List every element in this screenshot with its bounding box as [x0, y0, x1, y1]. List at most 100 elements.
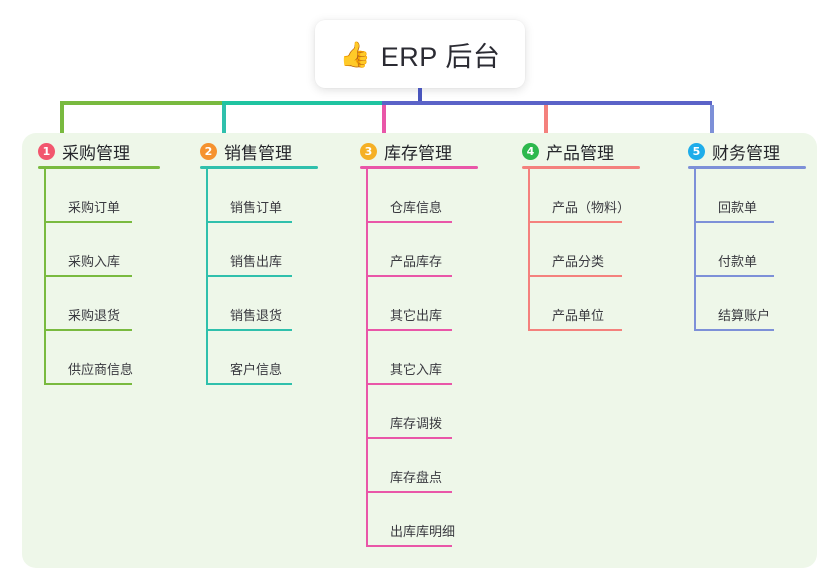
leaf-underline — [694, 221, 774, 223]
category-underline — [688, 166, 806, 169]
category-column: 1 采购管理采购订单采购入库采购退货供应商信息 — [22, 133, 160, 385]
column-drop-connector — [382, 105, 386, 141]
leaf-item[interactable]: 产品（物料） — [528, 169, 630, 223]
category-header[interactable]: 1 采购管理 — [22, 133, 160, 169]
leaf-label: 其它出库 — [390, 308, 443, 323]
leaf-underline — [44, 221, 132, 223]
leaf-underline — [366, 383, 452, 385]
leaf-underline — [366, 491, 452, 493]
category-title: 采购管理 — [62, 143, 130, 163]
leaf-item[interactable]: 仓库信息 — [366, 169, 452, 223]
leaf-label: 出库库明细 — [390, 524, 456, 539]
leaf-underline — [44, 383, 132, 385]
leaf-item[interactable]: 产品库存 — [366, 223, 452, 277]
branch-spine — [694, 169, 696, 331]
column-drop-connector — [710, 105, 714, 139]
category-column: 4 产品管理产品（物料） 产品分类产品单位 — [506, 133, 640, 331]
leaf-label: 产品分类 — [552, 254, 605, 269]
category-branch: 采购订单采购入库采购退货供应商信息 — [44, 169, 134, 385]
leaf-label: 其它入库 — [390, 362, 443, 377]
leaf-item[interactable]: 其它入库 — [366, 331, 452, 385]
leaf-underline — [528, 329, 622, 331]
leaf-item[interactable]: 销售退货 — [206, 277, 292, 331]
leaf-item[interactable]: 出库库明细 — [366, 493, 456, 547]
category-underline — [38, 166, 160, 169]
leaf-underline — [528, 275, 622, 277]
category-branch: 仓库信息产品库存其它出库其它入库库存调拨库存盘点出库库明细 — [366, 169, 456, 547]
leaf-underline — [366, 329, 452, 331]
bus-segment — [60, 101, 224, 105]
leaf-label: 产品单位 — [552, 308, 605, 323]
leaf-item[interactable]: 销售订单 — [206, 169, 292, 223]
leaf-item[interactable]: 采购退货 — [44, 277, 132, 331]
leaf-item[interactable]: 产品单位 — [528, 277, 622, 331]
leaf-label: 库存调拨 — [390, 416, 443, 431]
category-number-badge: 1 — [38, 142, 55, 160]
branch-spine — [206, 169, 208, 385]
leaf-label: 采购订单 — [68, 200, 121, 215]
leaf-item[interactable]: 库存盘点 — [366, 439, 452, 493]
thumbs-up-icon: 👍 — [339, 39, 371, 69]
root-title: ERP 后台 — [380, 41, 501, 72]
leaf-item[interactable]: 库存调拨 — [366, 385, 452, 439]
leaf-item[interactable]: 付款单 — [694, 223, 780, 277]
leaf-item[interactable]: 供应商信息 — [44, 331, 134, 385]
category-underline — [522, 166, 640, 169]
branch-spine — [44, 169, 46, 385]
leaf-label: 销售订单 — [230, 200, 283, 215]
leaf-item[interactable]: 结算账户 — [694, 277, 780, 331]
leaf-underline — [694, 275, 774, 277]
leaf-label: 仓库信息 — [390, 200, 443, 215]
category-branch: 回款单付款单结算账户 — [694, 169, 780, 331]
leaf-underline — [206, 221, 292, 223]
leaf-item[interactable]: 销售出库 — [206, 223, 292, 277]
leaf-underline — [206, 383, 292, 385]
category-number-badge: 3 — [360, 142, 377, 160]
leaf-underline — [44, 275, 132, 277]
leaf-underline — [206, 329, 292, 331]
leaf-item[interactable]: 采购订单 — [44, 169, 132, 223]
leaf-underline — [366, 275, 452, 277]
leaf-label: 供应商信息 — [68, 362, 134, 377]
leaf-label: 回款单 — [718, 200, 758, 215]
category-header[interactable]: 4 产品管理 — [506, 133, 640, 169]
leaf-label: 产品（物料） — [552, 200, 631, 215]
leaf-underline — [366, 221, 452, 223]
bus-segment — [382, 101, 712, 105]
bus-segment — [222, 101, 384, 105]
leaf-item[interactable]: 回款单 — [694, 169, 780, 223]
category-number-badge: 4 — [522, 142, 539, 160]
category-number-badge: 2 — [200, 142, 217, 160]
leaf-underline — [206, 275, 292, 277]
root-node[interactable]: 👍 ERP 后台 — [315, 20, 525, 88]
leaf-underline — [366, 545, 452, 547]
category-branch: 产品（物料） 产品分类产品单位 — [528, 169, 630, 331]
leaf-item[interactable]: 客户信息 — [206, 331, 292, 385]
category-title: 产品管理 — [546, 143, 614, 163]
leaf-label: 采购入库 — [68, 254, 121, 269]
trunk-connector — [418, 88, 422, 105]
category-underline — [360, 166, 478, 169]
leaf-underline — [44, 329, 132, 331]
leaf-label: 产品库存 — [390, 254, 443, 269]
leaf-item[interactable]: 其它出库 — [366, 277, 452, 331]
column-drop-connector — [544, 105, 548, 139]
leaf-label: 客户信息 — [230, 362, 283, 377]
leaf-item[interactable]: 采购入库 — [44, 223, 132, 277]
leaf-label: 结算账户 — [718, 308, 771, 323]
leaf-item[interactable]: 产品分类 — [528, 223, 622, 277]
category-title: 财务管理 — [712, 143, 780, 163]
branch-spine — [366, 169, 368, 547]
leaf-label: 库存盘点 — [390, 470, 443, 485]
branch-spine — [528, 169, 530, 331]
category-underline — [200, 166, 318, 169]
leaf-underline — [694, 329, 774, 331]
leaf-label: 销售出库 — [230, 254, 283, 269]
